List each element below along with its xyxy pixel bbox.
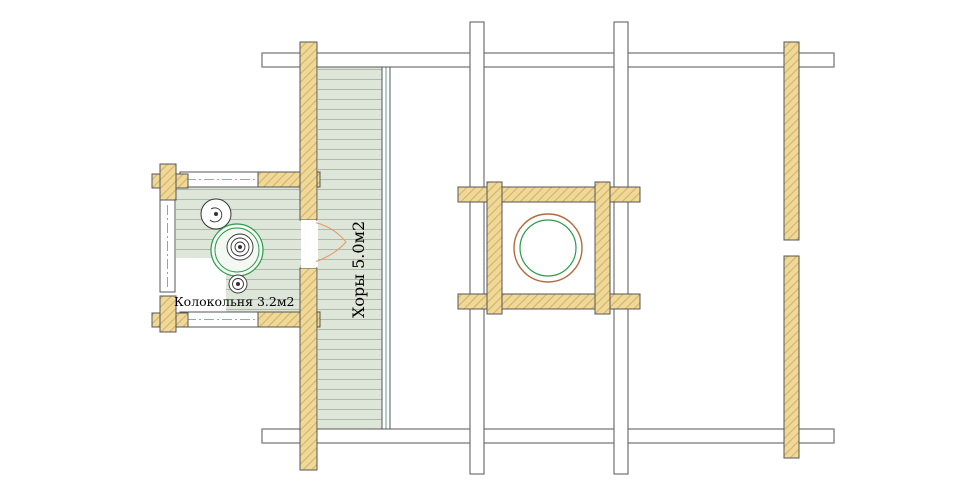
khory-label: Хоры 5.0м2 [349, 221, 368, 318]
drum [457, 181, 641, 315]
drum-post-left [486, 181, 503, 315]
bell-large-icon [210, 223, 264, 277]
bell-round-icon [200, 198, 232, 230]
drum-beam-top [457, 186, 641, 203]
west-wall-upper [299, 41, 318, 221]
west-wall-lower [299, 267, 318, 471]
drum-post-right [594, 181, 611, 315]
log-corner-top-left [151, 163, 189, 201]
drum-beam-bottom [457, 293, 641, 310]
belfry [151, 163, 347, 333]
dome-icon [513, 213, 583, 283]
walls [261, 21, 835, 475]
door-arc [299, 219, 347, 267]
kolokolnya-label: Колокольня 3.2м2 [174, 294, 295, 309]
east-wall-upper [783, 41, 800, 241]
east-wall-lower [783, 255, 800, 459]
log-corner-bottom-left [151, 295, 189, 333]
bell-small-icon [228, 274, 248, 294]
khory-floor [318, 67, 382, 429]
